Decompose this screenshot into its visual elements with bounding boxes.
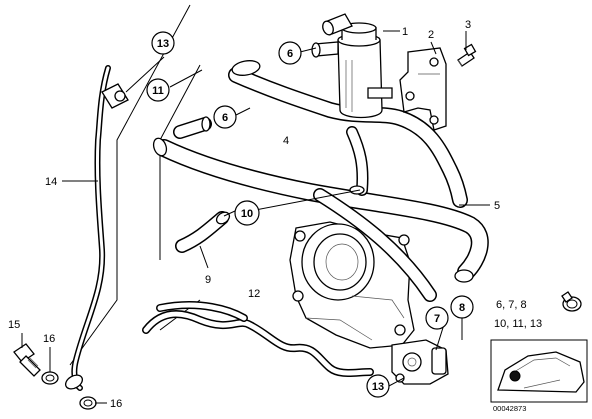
banjo-bolt-15	[13, 343, 41, 377]
callout-label: 13	[157, 38, 169, 50]
label-4: 4	[283, 135, 289, 147]
label-2: 2	[428, 29, 434, 41]
mounting-bracket	[399, 47, 447, 131]
label-15: 15	[8, 319, 20, 331]
callout-13-top: 13	[151, 31, 175, 55]
callout-7: 7	[425, 306, 449, 330]
callout-10: 10	[234, 200, 260, 226]
callout-label: 11	[152, 85, 164, 97]
callout-8: 8	[450, 295, 474, 319]
callout-label: 10	[241, 208, 253, 220]
bolt-3	[457, 43, 477, 67]
legend-line-2: 10, 11, 13	[494, 318, 542, 330]
callout-label: 6	[287, 48, 293, 60]
label-5: 5	[494, 200, 500, 212]
inset-panel	[490, 291, 588, 403]
sealing-ring-upper	[41, 371, 59, 385]
hose-4	[228, 60, 468, 208]
callout-label: 13	[372, 381, 384, 393]
lower-thin-hose	[142, 301, 374, 377]
hose-5	[152, 137, 489, 302]
label-1: 1	[402, 26, 408, 38]
oil-separator	[311, 13, 393, 119]
callout-13-bottom: 13	[366, 374, 390, 398]
label-16-upper: 16	[43, 333, 55, 345]
callout-label: 8	[459, 302, 465, 314]
label-9: 9	[205, 274, 211, 286]
legend-line-1: 6, 7, 8	[496, 299, 527, 311]
callout-label: 7	[434, 313, 440, 325]
label-3: 3	[465, 19, 471, 31]
callout-6-top: 6	[278, 41, 302, 65]
label-12: 12	[248, 288, 260, 300]
oil-pipe-14	[64, 65, 129, 391]
connector-6	[173, 116, 212, 139]
label-16-lower: 16	[110, 398, 122, 410]
leader-lines	[21, 30, 490, 404]
callout-11: 11	[146, 78, 170, 102]
hose-clamp-icon	[561, 291, 582, 312]
sealing-ring-lower	[79, 396, 97, 410]
callout-6-mid: 6	[213, 105, 237, 129]
reference-number: 00042873	[493, 404, 526, 413]
location-marker-icon	[509, 370, 521, 382]
callout-label: 6	[222, 112, 228, 124]
hose-9	[175, 211, 231, 253]
intake-housing	[289, 221, 449, 385]
label-14: 14	[45, 176, 57, 188]
